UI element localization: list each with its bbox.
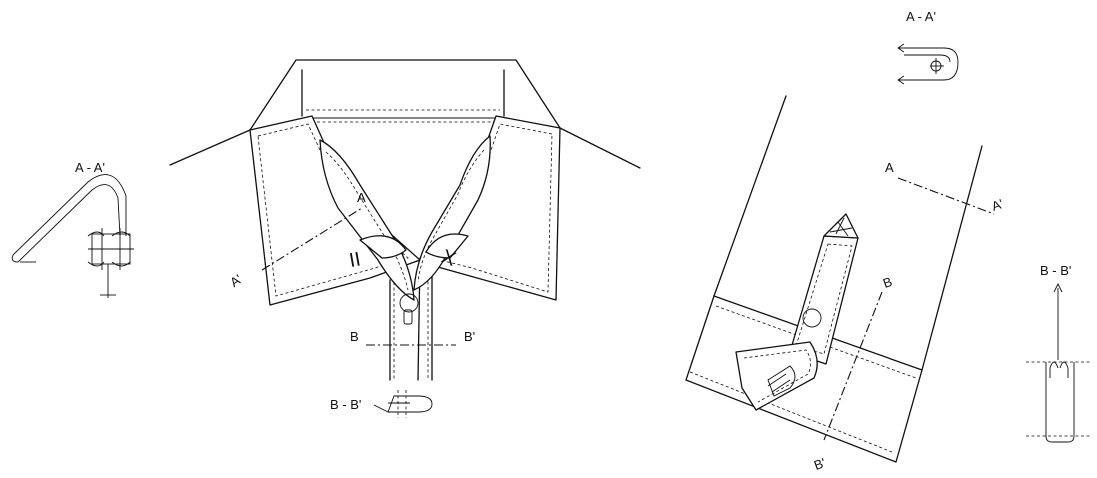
right-shoulder-line (559, 127, 641, 169)
collar-mark-left: II (348, 248, 363, 272)
cuff-overlap-tab (735, 341, 818, 411)
cuff-cut-line-b (823, 291, 883, 441)
collar-section-a-title: A - A' (75, 160, 105, 175)
collar-section-b-fold (387, 395, 433, 413)
section-a-inner-band (12, 174, 127, 256)
cuff-section-b-figure: B - B' (1026, 263, 1092, 443)
cuff-section-b-title: B - B' (1040, 263, 1071, 278)
section-a-outer-band (17, 184, 121, 263)
cuff-cut-line-a (897, 177, 995, 215)
collar-section-b-figure: B - B' (330, 390, 433, 418)
collar-cut-a-prime-label: A' (227, 271, 245, 290)
cuff-section-a-figure: A - A' (897, 9, 959, 85)
cuff-buttonhole (767, 365, 796, 397)
collar-back-outline (249, 59, 561, 131)
collar-figure: II X A A' B B' (169, 59, 641, 381)
collar-cut-b-label: B (350, 329, 359, 344)
left-collar-tab (319, 139, 415, 301)
cuff-placket-button (802, 308, 822, 328)
collar-cut-b-prime-label: B' (464, 329, 475, 344)
collar-cut-a-label: A (357, 190, 366, 205)
sleeve-left-edge (713, 95, 787, 297)
collar-cut-line-a (261, 207, 363, 271)
cuff-section-a-title: A - A' (906, 9, 936, 24)
collar-buttonhole (403, 309, 413, 325)
cuff-cut-b-prime-label: B' (812, 455, 828, 473)
cuff-section-b-fold (1045, 362, 1075, 443)
left-shoulder-line (169, 129, 251, 166)
collar-button (399, 293, 419, 313)
sleeve-right-edge (921, 145, 983, 371)
collar-section-b-title: B - B' (330, 397, 361, 412)
cuff-section-a-fold (898, 47, 959, 81)
collar-section-a-figure: A - A' (11, 160, 134, 298)
cuff-cut-b-label: B (881, 274, 894, 291)
cuff-cut-a-prime-label: A' (990, 196, 1006, 214)
cuff-cut-a-label: A (885, 160, 894, 175)
cuff-figure: A A' B B' (685, 95, 1006, 473)
